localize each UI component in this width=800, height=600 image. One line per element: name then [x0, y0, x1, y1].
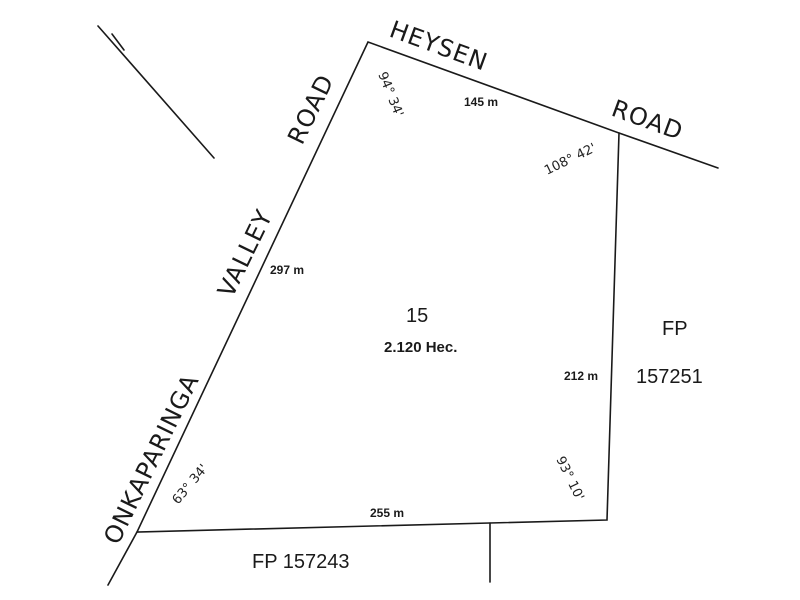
bearing-bottom-right: 93° 10' — [552, 454, 586, 503]
adjoining-plan-south: FP 157243 — [252, 551, 350, 573]
heysen-road-edge — [618, 132, 719, 169]
road-label-heysen-road: ROAD — [608, 94, 687, 146]
dimension-left: 297 m — [270, 263, 304, 277]
bearing-top-right: 108° 42' — [542, 141, 599, 179]
road-label-valley-road: ROAD — [282, 70, 340, 149]
lot-area: 2.120 Hec. — [384, 339, 457, 356]
onkaparinga-road-edge — [107, 531, 138, 586]
dimension-right: 212 m — [564, 369, 598, 383]
road-label-onkaparinga: ONKAPARINGA — [98, 369, 205, 548]
bearing-bottom-left: 63° 34' — [170, 462, 212, 508]
dimension-top: 145 m — [464, 95, 498, 109]
adjoining-plan-east-number: 157251 — [636, 366, 703, 388]
boundary-tick-mark — [111, 33, 125, 51]
bearing-top-left: 94° 34' — [374, 70, 406, 119]
adjoining-plan-east-prefix: FP — [662, 318, 688, 340]
dimension-bottom: 255 m — [370, 506, 404, 520]
lot-boundary — [135, 40, 620, 533]
boundary-line-northwest — [97, 25, 215, 159]
lot-number: 15 — [406, 305, 428, 327]
